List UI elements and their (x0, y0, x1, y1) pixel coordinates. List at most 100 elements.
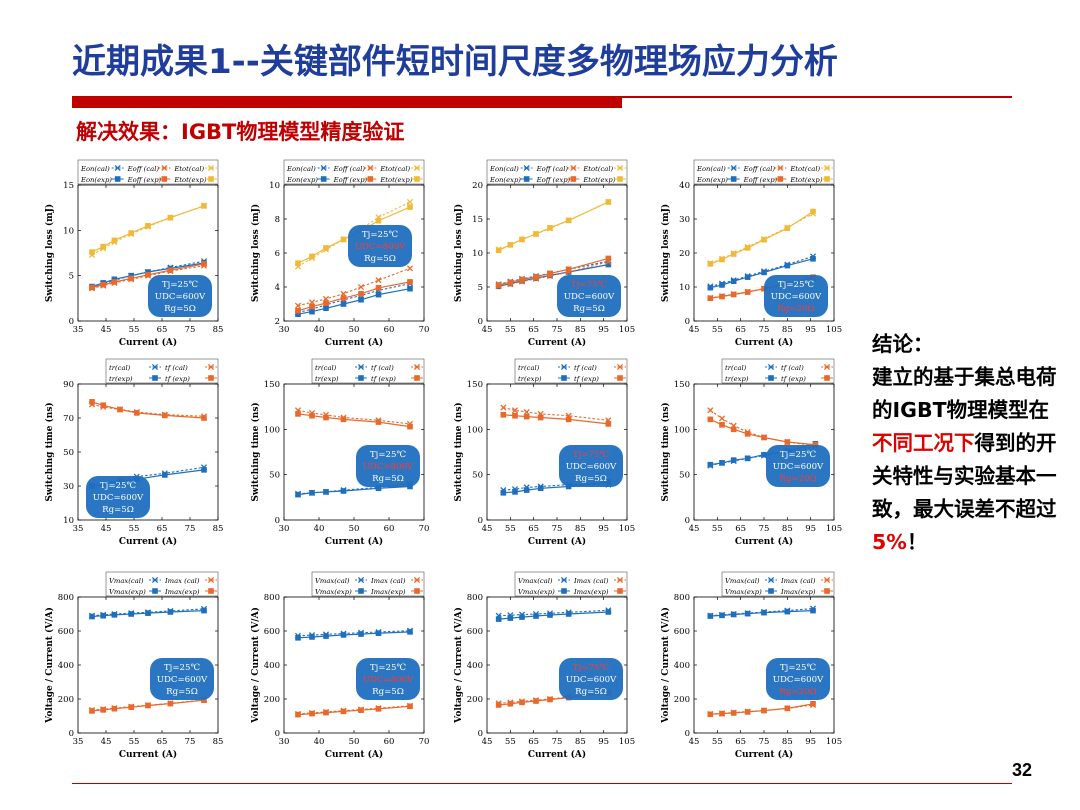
x-tick-label: 65 (157, 524, 168, 534)
data-point-Etot-exp (128, 230, 135, 236)
data-point-tr-exp (512, 489, 518, 495)
badge-line: Tj=25℃ (778, 280, 815, 290)
x-tick-label: 45 (482, 325, 493, 335)
y-tick-label: 100 (674, 425, 690, 435)
data-point-Eoff-exp (89, 284, 95, 291)
badge-line: Tj=75℃ (573, 663, 610, 673)
legend-box (311, 571, 425, 597)
x-tick-label: 55 (712, 524, 723, 534)
badge-line: UDC=600V (155, 292, 206, 302)
legend-marker (161, 176, 168, 182)
data-point-Eon-exp (375, 291, 382, 298)
y-tick-label: 150 (467, 380, 483, 390)
data-point-Etot-exp (407, 204, 413, 210)
x-tick-label: 30 (279, 737, 290, 747)
data-point-Eon-exp (810, 255, 816, 262)
legend-marker (730, 176, 737, 182)
data-point-Imax-exp (744, 709, 751, 715)
badge-line: Rg=5Ω (575, 474, 607, 484)
data-point-tf-exp (500, 412, 507, 418)
legend-label: Eon(cal) (286, 165, 316, 173)
y-tick-label: 800 (58, 593, 74, 603)
y-tick-label: 0 (69, 317, 74, 327)
data-point-Eon-exp (407, 285, 413, 292)
data-point-Eoff-exp (547, 270, 553, 277)
y-tick-label: 4 (275, 283, 280, 293)
badge-line: Rg=20Ω (779, 474, 816, 484)
data-point-Imax-exp (407, 703, 413, 710)
legend-label: Imax (cal) (780, 577, 816, 585)
data-point-Eon-exp (784, 262, 791, 269)
data-point-Etot-exp (730, 251, 737, 257)
legend-marker (616, 576, 624, 584)
badge-bg (86, 476, 150, 518)
data-point-tr-exp (323, 489, 329, 495)
legend-label: tr(cal) (518, 364, 540, 372)
y-tick-label: 50 (679, 471, 690, 481)
conclusion-part2: 得到的开关特性与实验基本一致，最大误差不超过 (872, 431, 1057, 521)
legend: Eon(cal)Eoff (cal)Etot(cal)Eon(exp)Eoff … (77, 159, 219, 185)
x-tick-label: 35 (73, 737, 84, 747)
y-tick-label: 50 (269, 471, 280, 481)
legend-marker (617, 588, 623, 594)
legend-label: Imax (cal) (370, 577, 406, 585)
x-tick-label: 30 (279, 325, 290, 335)
data-point-tf-exp (309, 412, 315, 419)
badge-bg (356, 658, 420, 700)
x-tick-label: 75 (759, 524, 770, 534)
y-axis-label: Switching loss (mJ) (453, 204, 464, 302)
data-point-Etot-exp (495, 247, 502, 254)
badge-line: UDC=800V (363, 462, 414, 472)
data-point-Imax-exp (495, 702, 502, 708)
x-tick-label: 75 (552, 325, 563, 335)
legend-box (283, 159, 425, 185)
y-tick-label: 30 (63, 482, 74, 492)
legend-marker (114, 164, 121, 172)
data-point-Eoff-exp (295, 307, 301, 314)
badge-line: Rg=5Ω (164, 304, 196, 314)
legend-marker (358, 588, 364, 594)
legend-label: Eon(exp) (489, 176, 521, 184)
y-tick-label: 100 (467, 425, 483, 435)
legend-marker (114, 176, 121, 182)
legend-label: Eoff (cal) (127, 165, 160, 173)
legend: Vmax(cal)Imax (cal)Vmax(exp)Imax(exp) (311, 571, 425, 597)
legend-label: tr(exp) (109, 375, 133, 383)
x-tick-label: 55 (712, 737, 723, 747)
data-point-Imax-exp (100, 707, 107, 713)
legend-marker (823, 164, 831, 172)
badge-bg (766, 445, 830, 487)
legend-label: tf (exp) (781, 375, 806, 383)
data-point-tf-exp (340, 416, 347, 423)
y-axis-label: Switching time (ns) (44, 402, 55, 501)
y-tick-label: 10 (472, 249, 483, 259)
legend-marker (151, 576, 159, 584)
badge-bg (559, 445, 623, 487)
data-point-Eon-exp (309, 308, 315, 315)
y-tick-label: 800 (264, 593, 280, 603)
legend-marker (413, 164, 421, 172)
y-tick-label: 800 (467, 593, 483, 603)
y-tick-label: 5 (478, 283, 483, 293)
data-point-Vmax-exp (340, 632, 347, 638)
legend-marker (414, 375, 420, 381)
legend-label: Vmax(exp) (725, 588, 762, 596)
legend-marker (414, 176, 420, 182)
x-tick-label: 45 (101, 524, 112, 534)
data-point-Etot-exp (111, 237, 118, 244)
data-point-Vmax-exp (810, 607, 816, 614)
legend-label: Etot(exp) (379, 176, 412, 184)
y-tick-label: 70 (63, 414, 74, 424)
badge-line: Rg=5Ω (372, 687, 404, 697)
legend-label: Etot(cal) (173, 165, 204, 173)
legend-label: tf (exp) (371, 375, 396, 383)
y-tick-label: 15 (472, 215, 483, 225)
